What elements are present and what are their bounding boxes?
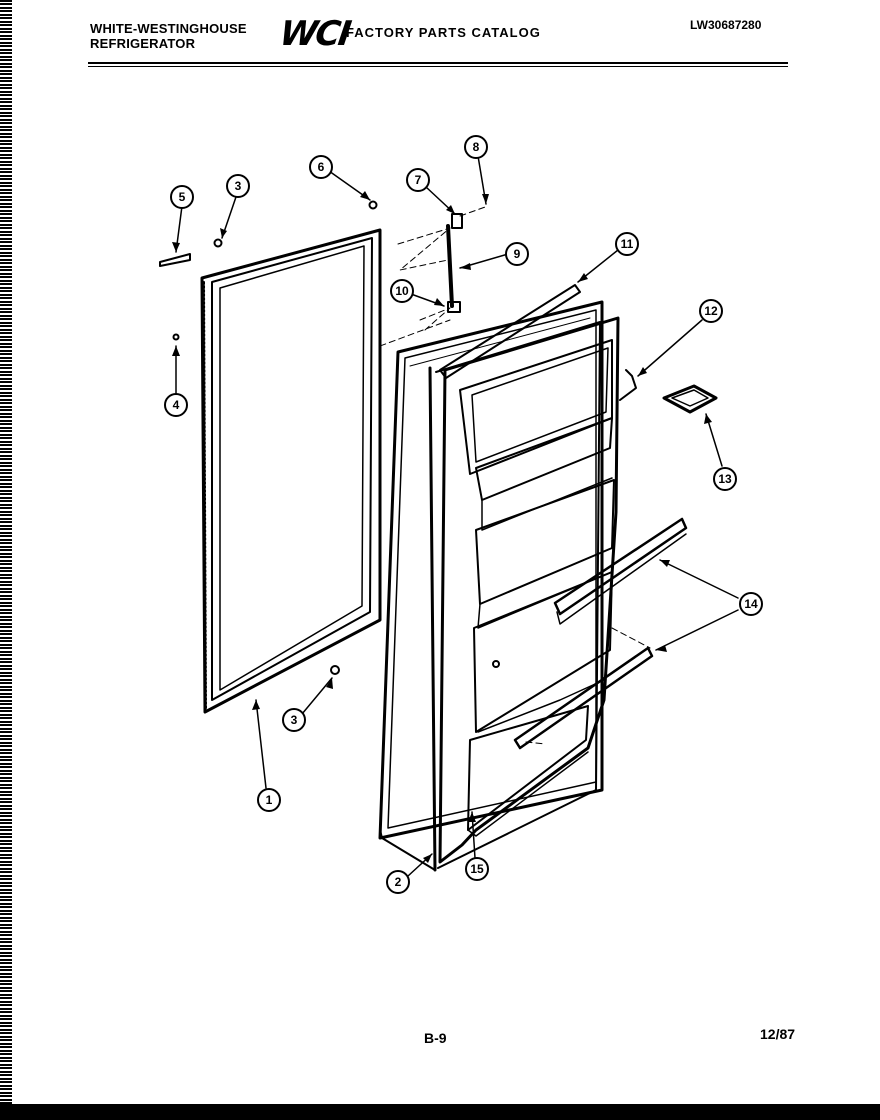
door-stop-wire-part [619, 369, 637, 401]
door-gasket-part [200, 228, 382, 714]
callout-14: 14 [744, 597, 758, 611]
fastener-parts [159, 200, 500, 675]
callout-bubbles [164, 135, 763, 894]
catalog-title: FACTORY PARTS CATALOG [346, 25, 541, 40]
brand-line-2: REFRIGERATOR [90, 36, 196, 51]
callout-10: 10 [395, 284, 409, 298]
callout-2: 2 [395, 875, 402, 889]
callout-1: 1 [266, 793, 273, 807]
leader-arrowheads [172, 191, 712, 863]
callout-8: 8 [473, 140, 480, 154]
callout-3-top: 3 [235, 179, 242, 193]
handle-cap-part [662, 384, 718, 414]
hinge-pin-part [446, 213, 463, 313]
callout-13: 13 [718, 472, 732, 486]
callout-7: 7 [415, 173, 422, 187]
shelf-rail-part [513, 517, 688, 750]
callout-12: 12 [704, 304, 718, 318]
catalog-date: 12/87 [760, 1026, 796, 1042]
alignment-lines [379, 205, 651, 745]
header-rule-thin [88, 66, 788, 67]
callout-9: 9 [514, 247, 521, 261]
scan-edge-left [0, 0, 12, 1120]
callout-11: 11 [621, 237, 634, 251]
callout-15: 15 [470, 862, 484, 876]
brand-line-1: WHITE-WESTINGHOUSE [90, 21, 247, 36]
callout-5: 5 [179, 190, 186, 204]
page-number: B-9 [424, 1030, 447, 1046]
inner-door-liner-part [438, 316, 620, 864]
leader-lines [175, 155, 739, 877]
callout-6: 6 [318, 160, 325, 174]
callout-4: 4 [173, 398, 180, 412]
header-rule [88, 62, 788, 64]
outer-door-panel-part [378, 300, 604, 872]
scan-edge-bottom [0, 1104, 880, 1120]
callout-3-bottom: 3 [291, 713, 298, 727]
model-code: LW30687280 [690, 18, 762, 32]
brand-block: WHITE-WESTINGHOUSE REFRIGERATOR [90, 21, 247, 51]
